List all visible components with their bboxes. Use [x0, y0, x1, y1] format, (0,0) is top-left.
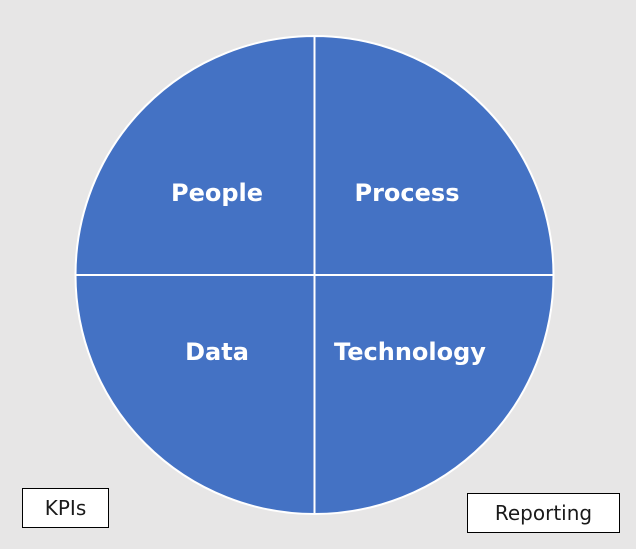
- quadrant-data: [74, 274, 316, 516]
- label-data: Data: [185, 338, 249, 366]
- kpis-box: KPIs: [22, 488, 109, 528]
- quadrant-technology: [313, 274, 555, 516]
- quadrant-people: [74, 34, 316, 276]
- quadrant-process: [313, 34, 555, 276]
- label-technology: Technology: [334, 338, 486, 366]
- reporting-box: Reporting: [467, 493, 620, 533]
- label-process: Process: [354, 179, 460, 207]
- label-people: People: [170, 179, 264, 207]
